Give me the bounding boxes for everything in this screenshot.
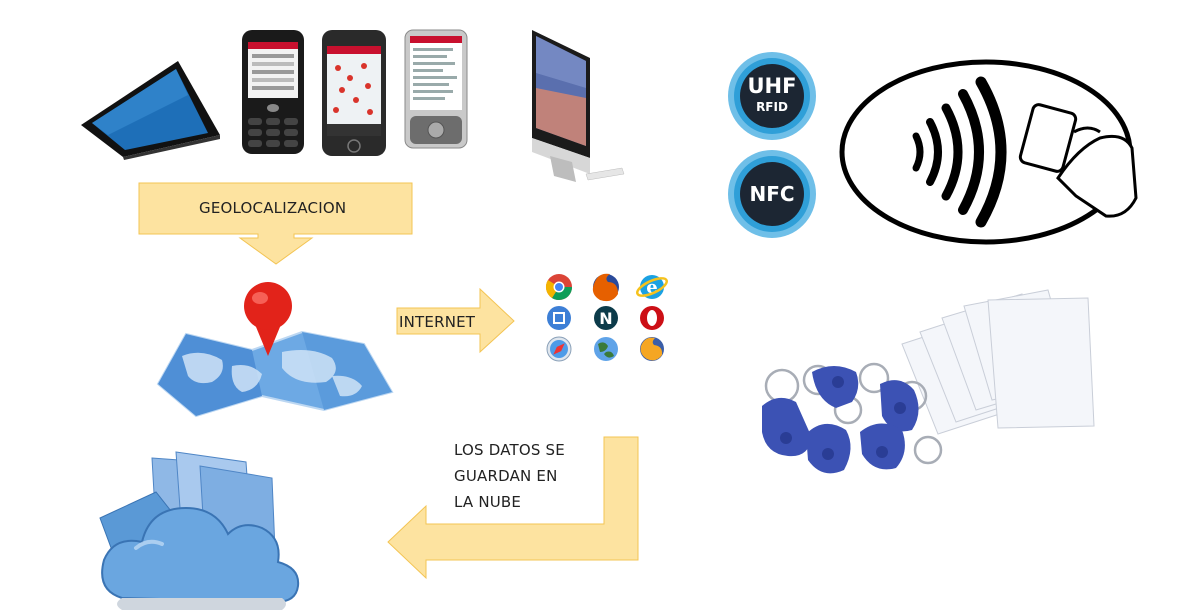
- chrome-icon: [545, 274, 573, 301]
- svg-text:N: N: [599, 309, 612, 328]
- iphone-icon: [320, 28, 388, 158]
- geolocation-arrow: [138, 182, 414, 266]
- globe-browser-icon: [594, 337, 618, 361]
- imac-icon: [528, 28, 628, 186]
- browser-icons-grid: e N: [544, 272, 670, 364]
- windows-browser-icon: [547, 306, 571, 330]
- geolocation-label: GEOLOCALIZACION: [199, 199, 347, 217]
- nokia-phone-icon: [403, 28, 469, 150]
- rfid-cards-icon: [898, 288, 1098, 438]
- netscape-icon: N: [594, 306, 618, 330]
- nfc-label: NFC: [749, 182, 795, 206]
- contactless-card-icon: [838, 58, 1138, 248]
- internet-arrow: [396, 288, 516, 354]
- svg-text:e: e: [646, 277, 657, 298]
- cloud-folder-icon: [96, 448, 300, 612]
- cloud-label-line3: LA NUBE: [454, 493, 522, 511]
- cloud-storage-arrow: [386, 436, 642, 580]
- uhf-rfid-badge-icon: UHF RFID: [726, 50, 818, 142]
- rfid-keyfobs-icon: [752, 350, 952, 486]
- cloud-label-line1: LOS DATOS SE: [454, 441, 565, 459]
- uhf-label: UHF: [747, 74, 797, 98]
- tablet-icon: [78, 55, 223, 160]
- safari-icon: [546, 336, 572, 362]
- map-pin-icon: [152, 276, 396, 428]
- rfid-label: RFID: [756, 100, 788, 114]
- opera-icon: [640, 306, 664, 330]
- blackberry-phone-icon: [240, 28, 306, 156]
- internet-explorer-icon: e: [636, 275, 668, 299]
- cloud-label-line2: GUARDAN EN: [454, 467, 558, 485]
- firefox-icon: [592, 273, 619, 302]
- firefox-alt-icon: [640, 337, 664, 361]
- internet-label: INTERNET: [399, 313, 476, 331]
- nfc-badge-icon: NFC: [726, 148, 818, 240]
